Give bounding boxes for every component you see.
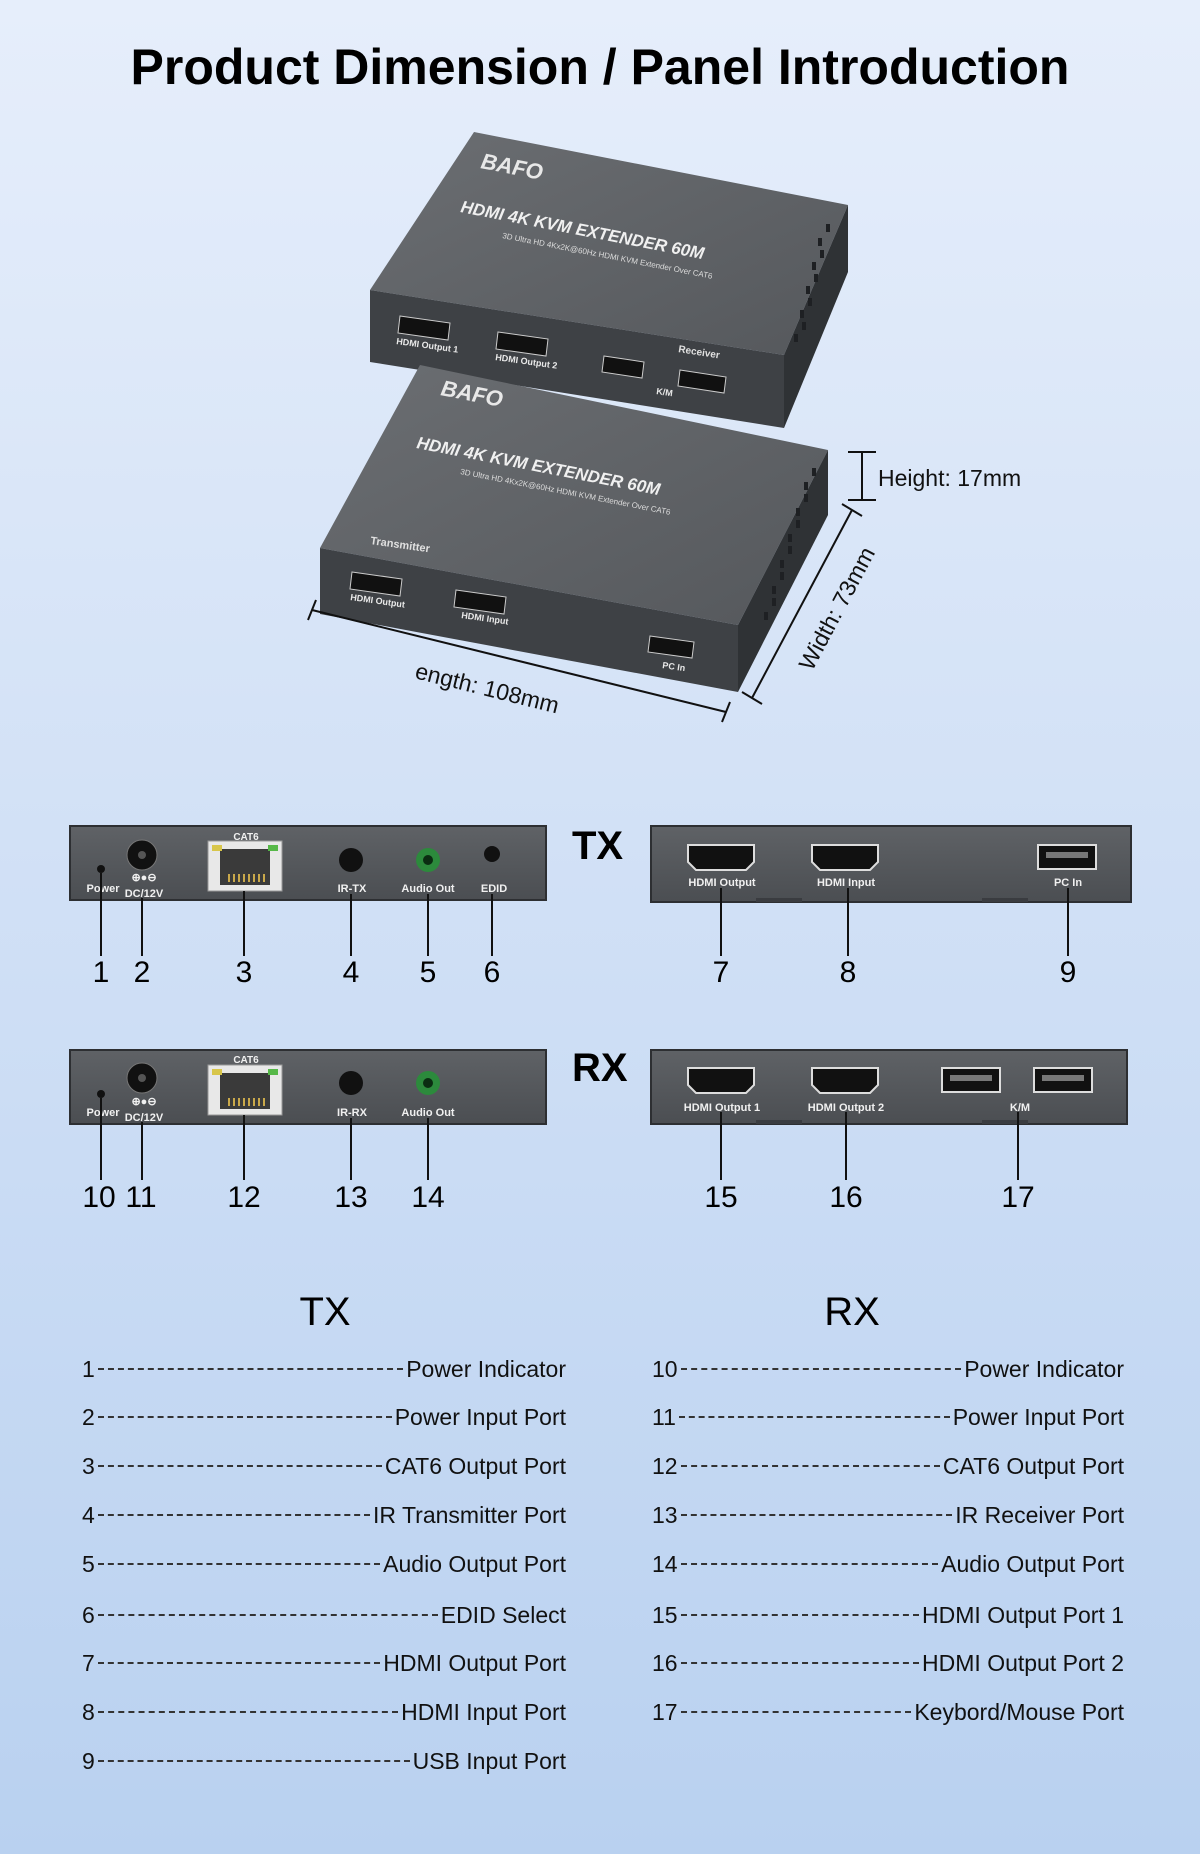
receiver-usb-port-b: [677, 369, 727, 394]
width-dimension-label: Width: 73mm: [793, 543, 880, 675]
rx-back-polarity: ⊕●⊖: [131, 1096, 156, 1108]
callout-number: 1: [92, 956, 110, 989]
rx-back-panel: Power ⊕●⊖ DC/12V CAT6 IR-RX Audio Out: [69, 1049, 547, 1125]
callout-number: 6: [483, 956, 501, 989]
callout-number: 17: [1001, 1181, 1035, 1214]
transmitter-front-face: [320, 548, 738, 692]
tx-power-led: [97, 865, 105, 873]
transmitter-hdmi-input-port: [453, 589, 507, 615]
tx-legend-title: TX: [299, 1290, 351, 1334]
tx-back-polarity: ⊕●⊖: [131, 872, 156, 884]
tx-back-label-edid: EDID: [481, 883, 507, 895]
rx-back-label-ir-rx: IR-RX: [337, 1107, 368, 1119]
callout-number: 14: [411, 1181, 445, 1214]
receiver-hdmi-output-2-port: [495, 331, 549, 357]
tx-panel-label: TX: [572, 824, 624, 868]
rx-back-label-audio-out: Audio Out: [401, 1107, 454, 1119]
tx-front-label-hdmi-output: HDMI Output: [688, 877, 756, 889]
callout-number: 12: [227, 1181, 261, 1214]
transmitter-port-label-pc-in: PC In: [662, 660, 686, 673]
tx-hdmi-input-port: [811, 844, 879, 871]
page-title: Product Dimension / Panel Introduction: [130, 39, 1070, 95]
rx-front-label-km: K/M: [1010, 1102, 1030, 1114]
receiver-top-face: [370, 132, 848, 355]
rx-panel-label: RX: [572, 1046, 628, 1090]
tx-back-label-dc12v: DC/12V: [125, 888, 164, 900]
transmitter-usb-port: [647, 635, 695, 659]
rx-front-label-hdmi-output-2: HDMI Output 2: [808, 1102, 884, 1114]
receiver-box: BAFO HDMI 4K KVM EXTENDER 60M 3D Ultra H…: [370, 132, 848, 428]
callout-number: 13: [334, 1181, 368, 1214]
receiver-usb-port-a: [601, 355, 645, 379]
rx-back-label-cat6: CAT6: [233, 1055, 259, 1066]
rx-legend-title: RX: [824, 1290, 880, 1334]
tx-front-label-hdmi-input: HDMI Input: [817, 877, 875, 889]
rx-power-led: [97, 1090, 105, 1098]
tx-back-panel: Power ⊕●⊖ DC/12V CAT6 IR-TX Audio Out ED…: [69, 825, 547, 901]
transmitter-top-face: [320, 365, 828, 625]
rx-back-label-power: Power: [86, 1107, 120, 1119]
rx-back-label-dc12v: DC/12V: [125, 1112, 164, 1124]
callout-number: 3: [235, 956, 253, 989]
receiver-front-face: [370, 290, 784, 428]
callout-number: 9: [1059, 956, 1077, 989]
receiver-port-label-km: K/M: [656, 386, 674, 398]
callout-number: 7: [712, 956, 730, 989]
callout-number: 8: [839, 956, 857, 989]
rx-hdmi-output-2-port: [811, 1067, 879, 1094]
dimension-lines: [307, 451, 876, 723]
rx-ir-rx-jack: [339, 1071, 363, 1095]
callout-number: 2: [133, 956, 151, 989]
tx-back-label-cat6: CAT6: [233, 832, 259, 843]
tx-front-label-pc-in: PC In: [1054, 877, 1082, 889]
callout-number: 4: [342, 956, 360, 989]
callout-number: 16: [829, 1181, 863, 1214]
rx-front-panel: HDMI Output 1 HDMI Output 2 K/M: [650, 1049, 1128, 1125]
callout-number: 11: [125, 1181, 157, 1214]
tx-hdmi-output-port: [687, 844, 755, 871]
callout-number: 15: [704, 1181, 738, 1214]
tx-back-label-ir-tx: IR-TX: [338, 883, 367, 895]
tx-back-label-audio-out: Audio Out: [401, 883, 454, 895]
tx-front-panel: HDMI Output HDMI Input PC In: [650, 825, 1132, 903]
receiver-hdmi-output-1-port: [397, 315, 451, 341]
tx-ir-tx-jack: [339, 848, 363, 872]
tx-edid-button: [484, 846, 500, 862]
tx-back-label-power: Power: [86, 883, 120, 895]
rx-front-label-hdmi-output-1: HDMI Output 1: [684, 1102, 760, 1114]
transmitter-box: BAFO HDMI 4K KVM EXTENDER 60M 3D Ultra H…: [320, 365, 828, 692]
callout-number: 5: [419, 956, 437, 989]
transmitter-hdmi-output-port: [349, 571, 403, 597]
callout-leader-lines: [100, 873, 1069, 1180]
rx-hdmi-output-1-port: [687, 1067, 755, 1094]
receiver-side-face: [784, 205, 848, 428]
callout-number: 10: [82, 1181, 116, 1214]
height-dimension-label: Height: 17mm: [878, 465, 1021, 491]
transmitter-side-face: [738, 450, 828, 692]
